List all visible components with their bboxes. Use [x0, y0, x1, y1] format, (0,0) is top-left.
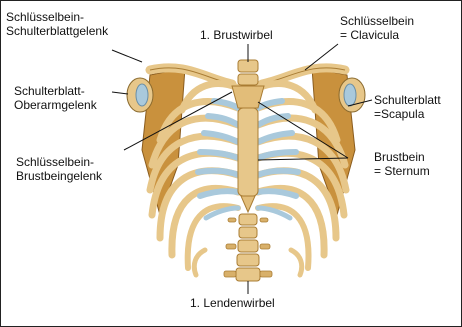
label-sc-joint-line2: Schulterblattgelenk — [6, 24, 108, 38]
label-sternum: Brustbein = Sternum — [374, 150, 430, 178]
shoulder-cartilage-left — [136, 84, 148, 106]
label-shoulder-joint-line1: Schulterblatt- — [14, 84, 97, 98]
costal-cartilage-right-6 — [258, 191, 296, 196]
label-shoulder-joint: Schulterblatt- Oberarmgelenk — [14, 84, 97, 112]
label-clavicle: Schlüsselbein = Clavicula — [340, 14, 414, 42]
label-first-lumbar: 1. Lendenwirbel — [190, 296, 275, 310]
label-clavicle-line2: = Clavicula — [340, 28, 414, 42]
shoulder-cartilage-right — [344, 84, 356, 106]
floating-rib-right — [291, 250, 302, 275]
vertebra-l1 — [236, 268, 260, 281]
label-sternoclav-joint: Schlüsselbein- Brustbeingelenk — [16, 155, 102, 183]
xiphoid — [241, 196, 255, 212]
leader-shoulder-joint — [112, 92, 128, 94]
label-scapula: Schulterblatt =Scapula — [374, 93, 441, 121]
label-sc-joint-line1: Schlüsselbein- — [6, 10, 108, 24]
sternum-body — [238, 108, 258, 196]
costal-cartilage-left-6 — [200, 191, 238, 196]
label-sternum-line1: Brustbein — [374, 150, 430, 164]
label-sternoclav-joint-line1: Schlüsselbein- — [16, 155, 102, 169]
label-first-thoracic: 1. Brustwirbel — [200, 28, 273, 42]
label-scapula-line2: =Scapula — [374, 107, 441, 121]
manubrium — [232, 86, 264, 108]
label-scapula-line1: Schulterblatt — [374, 93, 441, 107]
label-clavicle-line1: Schlüsselbein — [340, 14, 414, 28]
label-shoulder-joint-line2: Oberarmgelenk — [14, 98, 97, 112]
label-sternum-line2: = Sternum — [374, 164, 430, 178]
leader-sc-joint — [112, 50, 142, 62]
floating-rib-left — [194, 250, 205, 275]
label-sc-joint: Schlüsselbein- Schulterblattgelenk — [6, 10, 108, 38]
label-sternoclav-joint-line2: Brustbeingelenk — [16, 169, 102, 183]
